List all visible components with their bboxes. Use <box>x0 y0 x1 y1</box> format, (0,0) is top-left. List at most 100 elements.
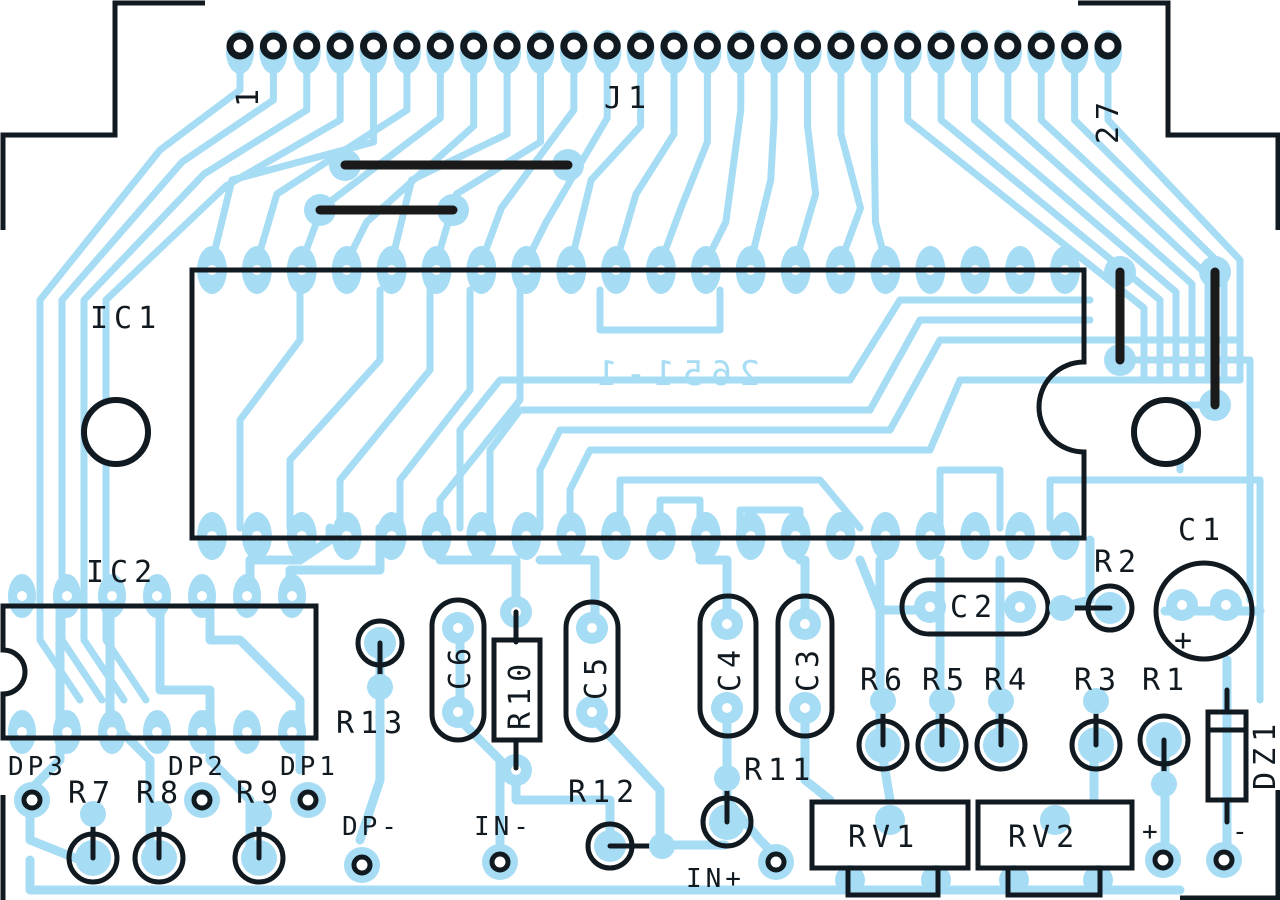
terminal-in-minus <box>482 844 518 880</box>
ic2-outline <box>0 603 319 741</box>
copper-trace <box>1071 62 1228 384</box>
copper-trace <box>388 62 511 266</box>
in-minus-label: IN- <box>474 812 533 842</box>
copper-trace <box>208 62 378 266</box>
j1-pin <box>794 32 822 60</box>
r9-label: R9 <box>236 776 284 811</box>
copper-trace <box>870 62 889 266</box>
j1-pin <box>693 32 721 60</box>
r12-label: R12 <box>568 775 640 810</box>
r7-label: R7 <box>68 776 116 811</box>
terminal-hole <box>297 789 319 811</box>
resistor-r9 <box>232 801 286 885</box>
copper-trace <box>612 62 678 266</box>
j1-pin <box>827 32 855 60</box>
mounting-hole-right <box>1131 397 1201 467</box>
j1-pin <box>727 32 755 60</box>
copper-trace <box>566 376 1244 532</box>
capacitor-pad-hole <box>722 619 732 629</box>
resistor-r13 <box>355 618 405 700</box>
j1-pin <box>860 32 888 60</box>
copper-trace <box>536 336 1244 532</box>
copper-trace <box>970 62 1180 384</box>
terminal-dp1 <box>290 782 326 818</box>
capacitor-pad-hole <box>925 602 935 612</box>
resistor-r4 <box>974 688 1028 772</box>
supply-minus-label: - <box>1232 817 1252 847</box>
svg-text:R10: R10 <box>503 658 538 730</box>
copper-trace <box>702 62 745 266</box>
terminal-hole <box>1152 849 1174 871</box>
terminal-hole <box>21 789 43 811</box>
j1-pin27-label: 27 <box>1091 96 1126 144</box>
capacitor-pad-hole <box>453 707 463 717</box>
capacitor-pad-hole <box>800 703 810 713</box>
j1-pin <box>1027 32 1055 60</box>
copper-trace <box>1116 356 1254 604</box>
resistor-r7 <box>66 801 120 885</box>
resistor-r3 <box>1069 688 1123 772</box>
j1-pin <box>627 32 655 60</box>
svg-text:RV1: RV1 <box>848 820 920 855</box>
terminal-hole <box>351 854 373 876</box>
r4-label: R4 <box>984 663 1032 698</box>
copper-trace <box>1037 62 1212 384</box>
j1-pin <box>760 32 788 60</box>
copper-trace <box>25 855 1185 895</box>
copper-trace <box>792 62 820 266</box>
copper-trace <box>36 62 244 704</box>
j1-pin <box>1061 32 1089 60</box>
trimmer-pad <box>1040 805 1070 835</box>
ic2-pin-hole <box>152 727 162 737</box>
capacitor-c6: C6 <box>429 597 487 743</box>
copper-trace <box>904 62 1148 384</box>
copper-trace <box>590 715 730 850</box>
trimmer-pad <box>875 805 905 835</box>
terminal-hole <box>1213 849 1235 871</box>
j1-pin1-label: 1 <box>231 83 266 107</box>
copper-trace <box>336 286 434 532</box>
dp1-label: DP1 <box>280 752 339 782</box>
resistor-lead-pad <box>649 833 675 859</box>
copper-trace <box>722 715 785 865</box>
c1-polarity-mark: + <box>1174 623 1198 658</box>
copper-trace <box>1046 476 1264 704</box>
capacitor-pad-hole <box>1015 602 1025 612</box>
capacitor-c1: C1 + <box>1153 513 1255 662</box>
mounting-hole-left <box>81 397 151 467</box>
trimmer-rv1: RV1 <box>809 799 971 898</box>
j1-pin <box>994 32 1022 60</box>
svg-text:1: 1 <box>231 83 266 107</box>
ic1-outline <box>189 267 1087 541</box>
copper-trace <box>58 62 277 704</box>
j1-pin <box>1094 32 1122 60</box>
r3-label: R3 <box>1074 663 1122 698</box>
copper-trace <box>855 555 925 615</box>
terminal-pads <box>14 782 1242 883</box>
trimmer-rv2: RV2 <box>975 799 1135 898</box>
copper-trace <box>236 286 304 532</box>
resistor-lead-pad <box>1151 771 1177 797</box>
j1-pin <box>226 32 254 60</box>
resistor-lead-pad <box>1083 688 1109 714</box>
copper-trace <box>837 62 865 266</box>
copper-trace <box>535 555 600 625</box>
svg-text:C4: C4 <box>713 644 748 692</box>
resistor-lead-pad <box>988 688 1014 714</box>
resistor-lead-pad <box>929 688 955 714</box>
terminal-dp-minus <box>344 847 380 883</box>
j1-pin <box>660 32 688 60</box>
resistor-r12 <box>585 821 675 871</box>
svg-text:DZ1: DZ1 <box>1248 718 1280 790</box>
copper-trace <box>396 286 474 532</box>
r6-label: R6 <box>860 663 908 698</box>
j1-pin <box>960 32 988 60</box>
capacitor-c3: C3 <box>775 593 835 739</box>
copper-trace <box>567 62 645 266</box>
terminal-hole <box>489 851 511 873</box>
j1-pin <box>894 32 922 60</box>
capacitor-c2: C2 <box>899 577 1051 637</box>
j1-pin <box>360 32 388 60</box>
resistor-lead-pad <box>870 688 896 714</box>
capacitor-pad-hole <box>587 623 597 633</box>
